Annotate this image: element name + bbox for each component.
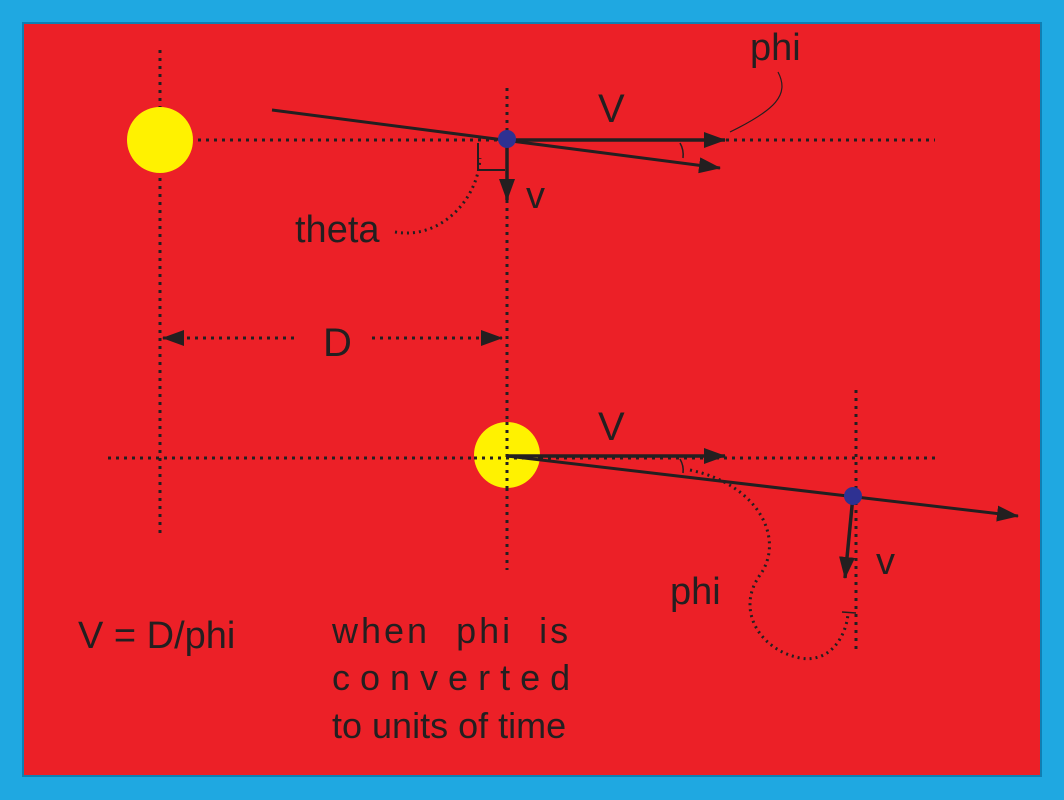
sight-line-bottom (506, 454, 1019, 522)
angle-arc-phi-bottom (679, 458, 684, 474)
note-line-3: to units of time (332, 705, 566, 746)
leader-phi-bottom (689, 468, 850, 661)
body-top (498, 130, 516, 148)
body-bottom (844, 487, 862, 505)
label-phi-bottom: phi (670, 571, 721, 613)
sun-top (127, 107, 193, 173)
angle-mark-bottom (841, 611, 857, 614)
label-v-bottom: v (876, 541, 895, 583)
label-V-bottom: V (598, 405, 625, 449)
leader-phi-top (729, 71, 783, 133)
label-theta: theta (295, 209, 380, 251)
label-phi-top: phi (750, 27, 801, 69)
label-D: D (323, 321, 352, 365)
vector-v-bottom (839, 495, 856, 579)
label-v-top: v (526, 175, 545, 217)
leader-theta (394, 157, 482, 235)
right-angle-marker (477, 143, 505, 171)
label-V-top: V (598, 87, 625, 131)
formula-text: V = D/phi (78, 615, 235, 657)
sight-line-top (271, 108, 721, 174)
note-line-1: when phi is (331, 610, 571, 651)
angle-arc-phi-top (679, 142, 684, 159)
note-line-2: c o n v e r t e d (332, 657, 570, 698)
